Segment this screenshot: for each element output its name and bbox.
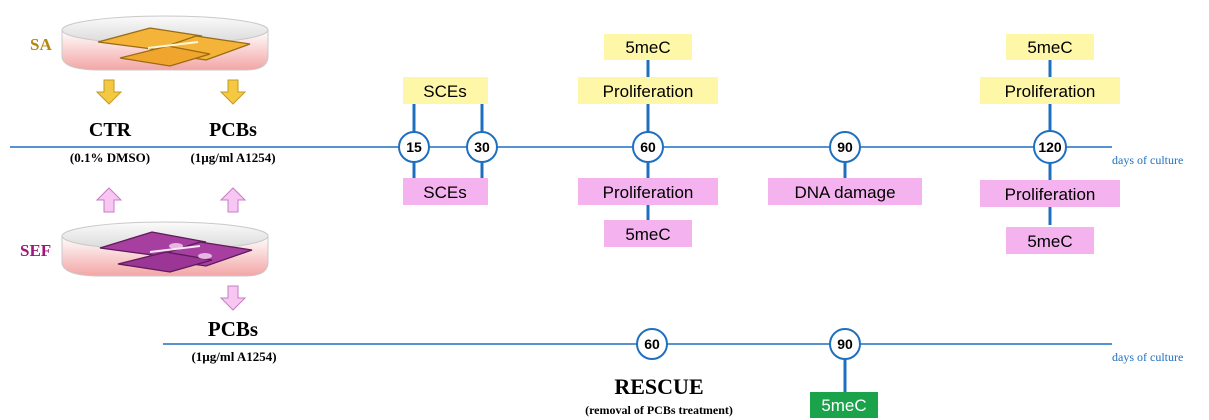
yellow-down-arrow-icon (95, 79, 123, 105)
day-marker-15-label: 15 (406, 139, 422, 155)
sa-d120-proliferation-box (980, 77, 1120, 104)
sa-d120-5mec-text: 5meC (1027, 38, 1072, 57)
timeline-2-axis-label: days of culture (1112, 350, 1183, 364)
sa-sces-box (403, 77, 488, 104)
timeline-1-axis-label: days of culture (1112, 153, 1183, 167)
sa-d120-proliferation-text: Proliferation (1005, 82, 1096, 101)
sa-d60-proliferation-box (578, 77, 718, 104)
rescue-day-marker-60-label: 60 (644, 336, 660, 352)
pcbs-rescue-label: PCBs (208, 317, 258, 341)
day-marker-15: 15 (398, 131, 430, 163)
pcbs-sublabel: (1µg/ml A1254) (190, 150, 275, 165)
sef-d60-5mec-box (604, 220, 692, 247)
rescue-subtitle: (removal of PCBs treatment) (585, 403, 733, 417)
pink-down-arrow-icon (219, 285, 247, 311)
rescue-title: RESCUE (614, 374, 703, 399)
sa-label: SA (30, 35, 52, 54)
day-marker-60: 60 (632, 131, 664, 163)
rescue-d90-5mec-text: 5meC (821, 396, 866, 415)
rescue-day-marker-90-label: 90 (837, 336, 853, 352)
rescue-d90-5mec-box (810, 392, 878, 418)
sef-d60-proliferation-box (578, 178, 718, 205)
day-marker-60-label: 60 (640, 139, 656, 155)
sef-d60-5mec-text: 5meC (625, 225, 670, 244)
pink-up-arrow-icon (95, 187, 123, 213)
sef-d120-5mec-text: 5meC (1027, 232, 1072, 251)
sef-cells (99, 231, 253, 273)
sa-sces-text: SCEs (423, 82, 466, 101)
sa-d60-proliferation-text: Proliferation (603, 82, 694, 101)
sa-cells (97, 27, 251, 67)
sef-d90-dna-damage-text: DNA damage (794, 183, 895, 202)
sef-d120-proliferation-text: Proliferation (1005, 185, 1096, 204)
pcbs-label: PCBs (209, 119, 257, 141)
day-marker-120-label: 120 (1038, 139, 1062, 155)
day-marker-120: 120 (1033, 130, 1067, 164)
ctr-sublabel: (0.1% DMSO) (70, 150, 150, 165)
timeline-1-connectors (412, 58, 1052, 225)
sef-d90-dna-damage-box (768, 178, 922, 205)
sa-d120-5mec-box (1006, 34, 1094, 60)
ctr-label: CTR (89, 119, 132, 141)
sef-sces-text: SCEs (423, 183, 466, 202)
sef-d60-proliferation-text: Proliferation (603, 183, 694, 202)
day-marker-30: 30 (466, 131, 498, 163)
sef-sces-box (403, 178, 488, 205)
day-marker-90-label: 90 (837, 139, 853, 155)
pink-up-arrow-icon (219, 187, 247, 213)
sa-petri-dish (61, 15, 269, 71)
pcbs-rescue-sublabel: (1µg/ml A1254) (191, 349, 276, 364)
sa-d60-5mec-box (604, 34, 692, 60)
yellow-down-arrow-icon (219, 79, 247, 105)
sa-d60-5mec-text: 5meC (625, 38, 670, 57)
rescue-day-marker-90: 90 (829, 328, 861, 360)
sef-petri-dish (61, 221, 269, 277)
sef-d120-proliferation-box (980, 180, 1120, 207)
day-marker-30-label: 30 (474, 139, 490, 155)
sef-label: SEF (20, 241, 51, 260)
day-marker-90: 90 (829, 131, 861, 163)
sef-d120-5mec-box (1006, 227, 1094, 254)
rescue-day-marker-60: 60 (636, 328, 668, 360)
